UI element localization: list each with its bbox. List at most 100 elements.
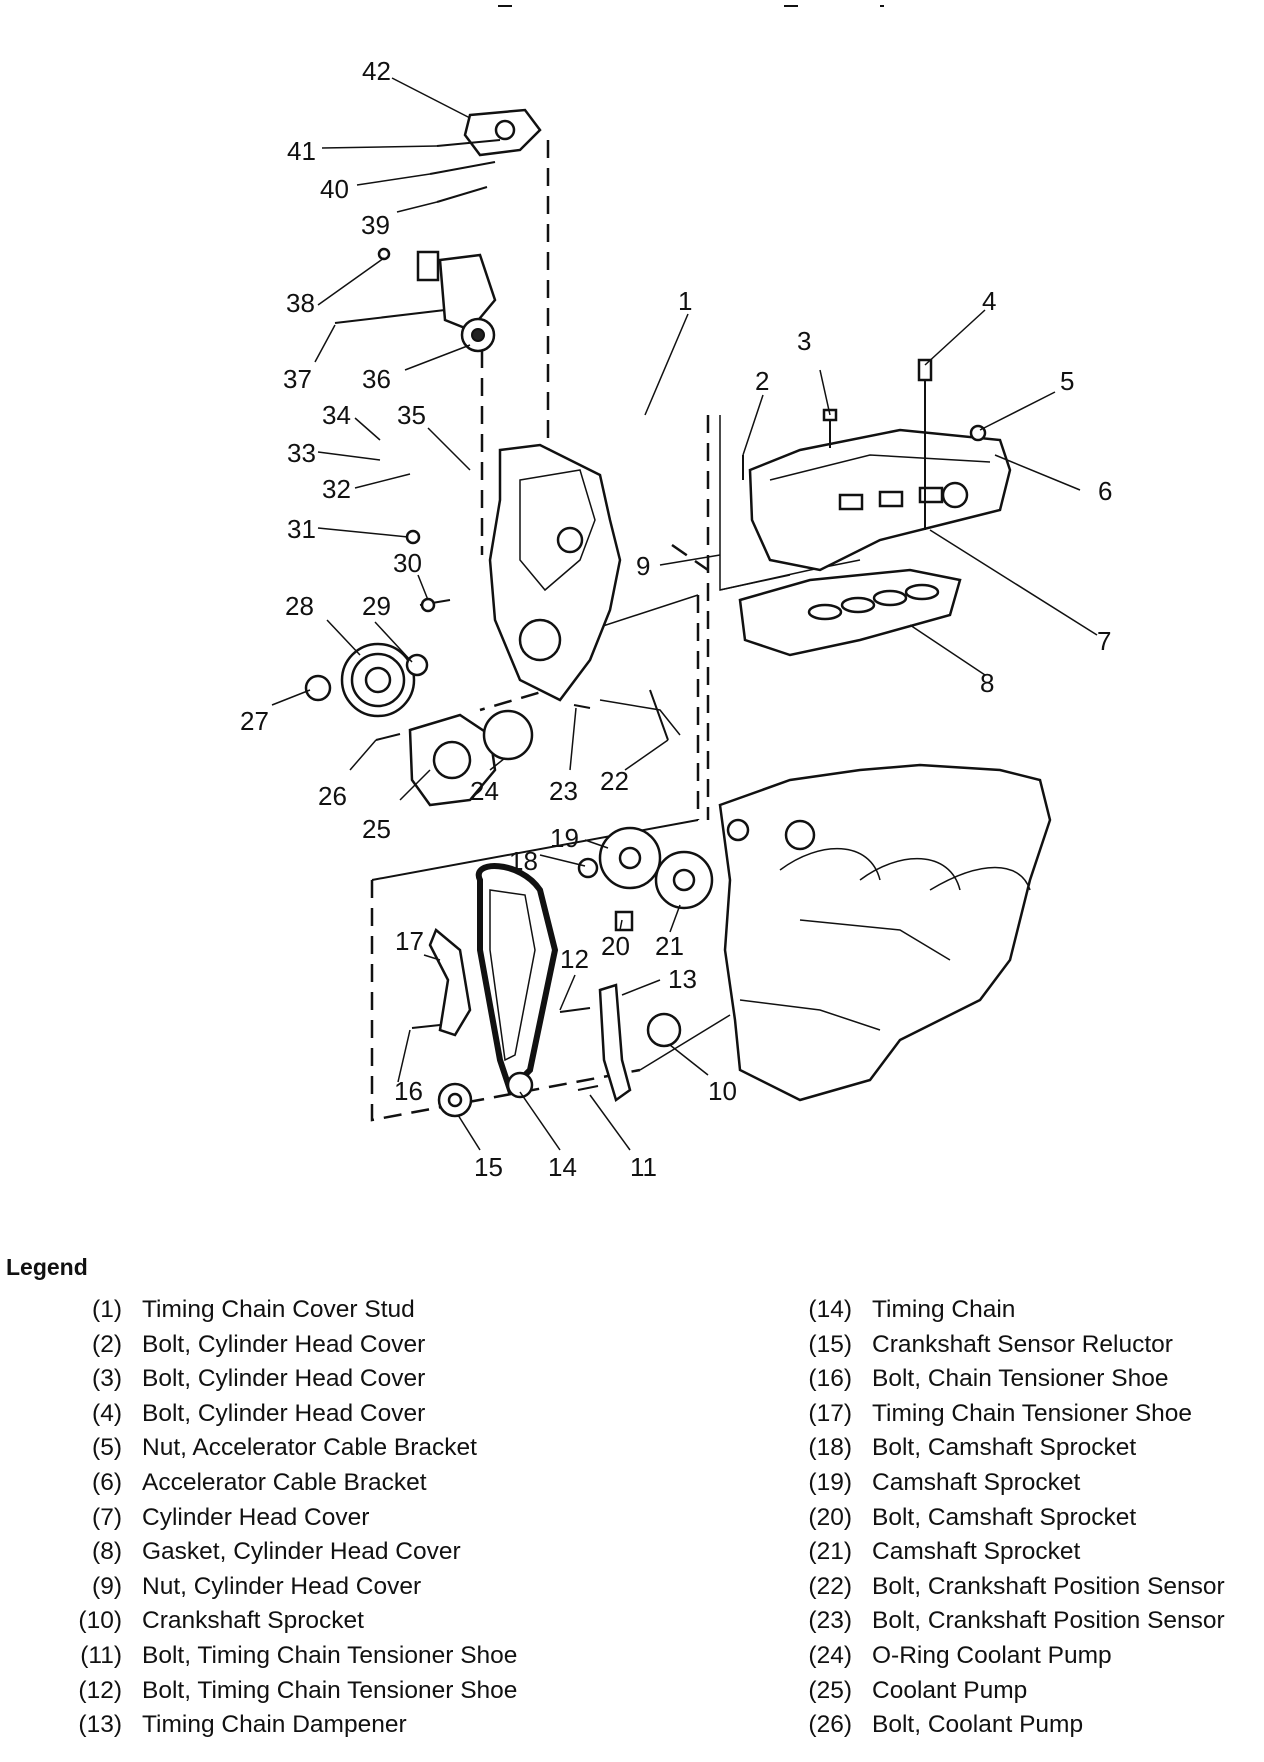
callout-5: 5	[1060, 366, 1074, 396]
legend-number: (24)	[808, 1641, 852, 1669]
callout-6: 6	[1098, 476, 1112, 506]
callout-18: 18	[509, 846, 538, 876]
legend-number: (6)	[92, 1468, 122, 1496]
legend-label: Bolt, Cylinder Head Cover	[142, 1365, 426, 1393]
legend-number: (7)	[92, 1503, 122, 1531]
legend-number: (18)	[808, 1434, 852, 1462]
legend-number: (11)	[80, 1641, 122, 1669]
legend-number: (14)	[808, 1296, 852, 1323]
legend-item: (2)Bolt, Cylinder Head Cover	[40, 1331, 517, 1366]
legend-number: (1)	[92, 1296, 122, 1323]
legend-number: (5)	[92, 1434, 122, 1462]
legend-label: Timing Chain Tensioner Shoe	[872, 1399, 1193, 1427]
legend-item: (10) Crankshaft Sprocket	[40, 1607, 517, 1642]
legend-item: (24)O-Ring Coolant Pump	[770, 1642, 1225, 1677]
legend-label: Accelerator Cable Bracket	[142, 1468, 427, 1496]
legend-item: (14) Timing Chain	[770, 1296, 1225, 1331]
legend-label: Bolt, Timing Chain Tensioner Shoe	[142, 1641, 518, 1669]
legend-item: (22) Bolt, Crankshaft Position Sensor	[770, 1572, 1225, 1608]
legend-label: Bolt, Cylinder Head Cover	[142, 1399, 426, 1427]
legend-label: Bolt, Timing Chain Tensioner Shoe	[142, 1676, 518, 1704]
callout-4: 4	[982, 286, 996, 316]
legend-label: Crankshaft Sensor Reluctor	[872, 1330, 1173, 1358]
legend-item: (11) Bolt, Timing Chain Tensioner Shoe	[40, 1642, 517, 1677]
callout-27: 27	[240, 706, 269, 736]
legend-label: Bolt, Crankshaft Position Sensor	[872, 1607, 1225, 1635]
callout-33: 33	[287, 438, 316, 468]
callout-36: 36	[362, 364, 391, 394]
legend-item: (12) Bolt, Timing Chain Tensioner Shoe	[40, 1677, 517, 1712]
legend-left-column: (1)Timing Chain Cover Stud (2)Bolt, Cyli…	[40, 1296, 517, 1746]
callout-15: 15	[474, 1152, 503, 1182]
callout-32: 32	[322, 474, 351, 504]
legend-label: Coolant Pump	[872, 1676, 1028, 1704]
legend-item: (13) Timing Chain Dampener	[40, 1711, 517, 1746]
callout-29: 29	[362, 591, 391, 621]
callout-39: 39	[361, 210, 390, 240]
legend-item: (16) Bolt, Chain Tensioner Shoe	[770, 1365, 1225, 1400]
legend-label: Timing Chain	[872, 1296, 1016, 1323]
legend-item: (1)Timing Chain Cover Stud	[40, 1296, 517, 1331]
callout-10: 10	[708, 1076, 737, 1106]
legend-label: Bolt, Camshaft Sprocket	[872, 1503, 1137, 1531]
legend-item: (26) Bolt, Coolant Pump	[770, 1711, 1225, 1746]
callout-37: 37	[283, 364, 312, 394]
callout-42: 42	[362, 56, 391, 86]
legend-item: (5) Nut, Accelerator Cable Bracket	[40, 1434, 517, 1469]
legend-number: (23)	[808, 1607, 852, 1635]
legend-item: (17)Timing Chain Tensioner Shoe	[770, 1400, 1225, 1435]
legend-number: (21)	[808, 1538, 852, 1566]
callout-21: 21	[655, 931, 684, 961]
legend-label: Timing Chain Dampener	[142, 1711, 407, 1739]
callout-20: 20	[601, 931, 630, 961]
callout-31: 31	[287, 514, 316, 544]
callout-numbers: 1 2 3 4 5 6 7 8 9 10 11 12 13 14 15 16 1…	[240, 56, 1112, 1182]
callout-35: 35	[397, 400, 426, 430]
legend-number: (8)	[92, 1538, 122, 1566]
legend-number: (22)	[808, 1572, 852, 1600]
legend-number: (10)	[78, 1607, 122, 1635]
callout-40: 40	[320, 174, 349, 204]
legend-right-column: (14) Timing Chain (15) Crankshaft Sensor R…	[770, 1296, 1225, 1746]
legend-item: (23) Bolt, Crankshaft Position Sensor	[770, 1607, 1225, 1642]
legend-item: (6) Accelerator Cable Bracket	[40, 1469, 517, 1504]
legend-label: Cylinder Head Cover	[142, 1503, 370, 1531]
legend-label: Crankshaft Sprocket	[142, 1607, 364, 1635]
callout-26: 26	[318, 781, 347, 811]
callout-7: 7	[1097, 626, 1111, 656]
legend-title: Legend	[6, 1254, 88, 1280]
legend-label: Bolt, Crankshaft Position Sensor	[872, 1572, 1225, 1600]
callout-34: 34	[322, 400, 351, 430]
callout-13: 13	[668, 964, 697, 994]
callout-41: 41	[287, 136, 316, 166]
legend-number: (25)	[808, 1676, 852, 1704]
callout-1: 1	[678, 286, 692, 316]
legend-item: (4)Bolt, Cylinder Head Cover	[40, 1400, 517, 1435]
legend-label: Nut, Cylinder Head Cover	[142, 1572, 422, 1600]
legend-item: (7) Cylinder Head Cover	[40, 1504, 517, 1539]
legend-item: (20) Bolt, Camshaft Sprocket	[770, 1504, 1225, 1539]
legend-number: (20)	[808, 1503, 852, 1531]
legend-label: Gasket, Cylinder Head Cover	[142, 1538, 461, 1566]
legend-number: (12)	[78, 1676, 122, 1704]
legend-number: (9)	[92, 1572, 122, 1600]
callout-3: 3	[797, 326, 811, 356]
legend-label: Bolt, Camshaft Sprocket	[872, 1434, 1137, 1462]
legend-number: (13)	[78, 1711, 122, 1739]
legend-number: (16)	[808, 1365, 852, 1393]
legend-item: (15) Crankshaft Sensor Reluctor	[770, 1331, 1225, 1366]
legend-label: Camshaft Sprocket	[872, 1538, 1081, 1566]
callout-8: 8	[980, 668, 994, 698]
legend-label: Camshaft Sprocket	[872, 1468, 1081, 1496]
callout-23: 23	[549, 776, 578, 806]
callout-leaders	[271, 77, 1098, 1151]
callout-22: 22	[600, 766, 629, 796]
legend-number: (26)	[808, 1711, 852, 1739]
exploded-engine-diagram: 1 2 3 4 5 6 7 8 9 10 11 12 13 14 15 16 1…	[240, 5, 1112, 1182]
legend-number: (15)	[808, 1330, 852, 1358]
legend-label: Bolt, Coolant Pump	[872, 1711, 1084, 1739]
legend-number: (2)	[92, 1330, 122, 1358]
callout-30: 30	[393, 548, 422, 578]
legend-label: Nut, Accelerator Cable Bracket	[142, 1434, 477, 1462]
legend-label: Bolt, Chain Tensioner Shoe	[872, 1365, 1169, 1393]
